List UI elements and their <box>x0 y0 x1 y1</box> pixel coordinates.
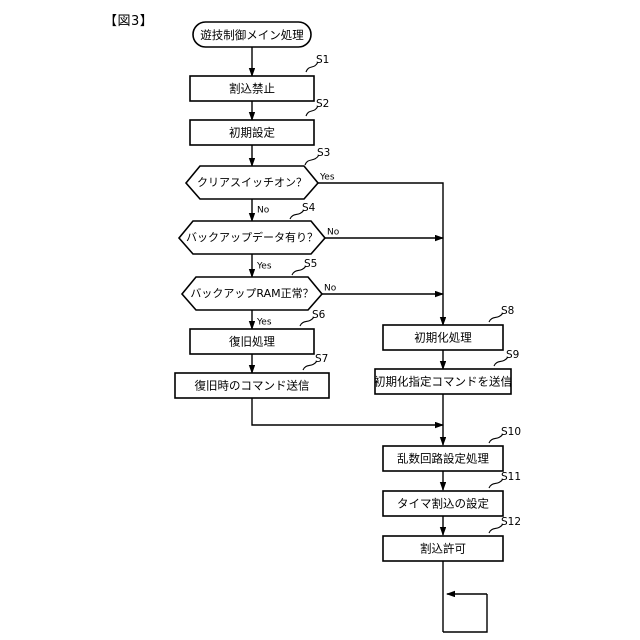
node-s5-label: バックアップRAM正常？ <box>190 287 313 300</box>
node-s2[interactable]: 初期設定 <box>189 119 315 146</box>
leader-s7 <box>302 360 318 371</box>
node-s9[interactable]: 初期化指定コマンドを送信 <box>374 368 512 395</box>
node-s8-label: 初期化処理 <box>414 331 472 345</box>
step-label-s4: S4 <box>302 202 316 214</box>
step-label-s3: S3 <box>317 147 330 159</box>
node-s6[interactable]: 復旧処理 <box>189 328 315 355</box>
leader-s10 <box>488 433 504 444</box>
step-label-s12: S12 <box>501 516 521 528</box>
branch-label-s3-no: No <box>257 206 270 216</box>
leader-s9 <box>493 356 509 367</box>
branch-label-s3-yes: Yes <box>319 173 335 183</box>
node-s8[interactable]: 初期化処理 <box>382 324 504 351</box>
step-label-s5: S5 <box>304 258 317 270</box>
node-s7[interactable]: 復旧時のコマンド送信 <box>174 372 330 399</box>
step-label-s10: S10 <box>501 426 521 438</box>
node-s3-label: クリアスイッチオン？ <box>197 176 307 189</box>
step-label-s8: S8 <box>501 305 514 317</box>
leader-s6 <box>299 316 315 327</box>
step-label-s9: S9 <box>506 349 519 361</box>
node-s10-label: 乱数回路設定処理 <box>397 452 489 466</box>
branch-label-s4-no: No <box>327 228 340 238</box>
branch-label-s4-yes: Yes <box>256 262 272 272</box>
node-s1-label: 割込禁止 <box>229 82 275 96</box>
node-s11[interactable]: タイマ割込の設定 <box>382 490 504 517</box>
node-s12-label: 割込許可 <box>420 542 466 556</box>
figure-number-label: 【図3】 <box>104 14 154 29</box>
node-s12[interactable]: 割込許可 <box>382 535 504 562</box>
node-s4-label: バックアップデータ有り？ <box>186 230 318 244</box>
node-s2-label: 初期設定 <box>229 126 275 140</box>
node-s5[interactable]: バックアップRAM正常？ <box>180 276 324 311</box>
node-start[interactable]: 遊技制御メイン処理 <box>192 21 312 48</box>
leader-s4 <box>289 209 305 220</box>
leader-s5 <box>291 265 307 276</box>
node-s3[interactable]: クリアスイッチオン？ <box>184 165 320 200</box>
leader-s1 <box>305 61 319 73</box>
step-label-s2: S2 <box>316 98 329 110</box>
node-start-label: 遊技制御メイン処理 <box>200 28 304 42</box>
node-s9-label: 初期化指定コマンドを送信 <box>374 375 512 389</box>
edge-s7-to-trunk <box>251 398 444 429</box>
step-label-s1: S1 <box>316 54 329 66</box>
leader-s8 <box>488 312 504 323</box>
node-s1[interactable]: 割込禁止 <box>189 75 315 102</box>
leader-s2 <box>305 105 319 117</box>
node-s6-label: 復旧処理 <box>229 335 275 349</box>
edge-s3-yes-to-s8 <box>318 182 447 326</box>
edge-loopback-path <box>443 594 488 633</box>
branch-label-s5-yes: Yes <box>256 318 272 328</box>
node-s4[interactable]: バックアップデータ有り？ <box>177 220 327 255</box>
leader-s11 <box>488 478 504 489</box>
branch-label-s5-no: No <box>324 284 337 294</box>
node-s7-label: 復旧時のコマンド送信 <box>195 379 310 393</box>
node-s10[interactable]: 乱数回路設定処理 <box>382 445 504 472</box>
leader-s12 <box>488 523 504 534</box>
step-label-s11: S11 <box>501 471 521 483</box>
node-s11-label: タイマ割込の設定 <box>397 497 489 511</box>
leader-s3 <box>304 154 320 166</box>
step-label-s7: S7 <box>315 353 328 365</box>
step-label-s6: S6 <box>312 309 326 321</box>
